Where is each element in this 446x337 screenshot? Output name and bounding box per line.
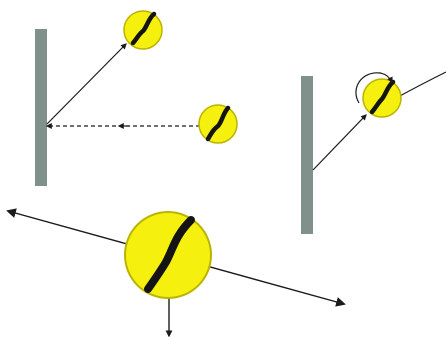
bottom-panel: [6, 208, 346, 337]
spinning-ball: [362, 78, 402, 118]
right-panel: [301, 71, 446, 234]
reflected-path: [46, 43, 127, 125]
incoming-ball: [198, 104, 238, 144]
rebound-path: [312, 114, 367, 171]
left-panel: [35, 10, 238, 186]
right-wall: [301, 76, 313, 234]
large-ball: [124, 211, 212, 299]
exit-curve: [397, 71, 446, 98]
spin-arrow: [355, 72, 393, 104]
reflected-ball: [123, 10, 163, 50]
left-wall: [35, 29, 47, 186]
